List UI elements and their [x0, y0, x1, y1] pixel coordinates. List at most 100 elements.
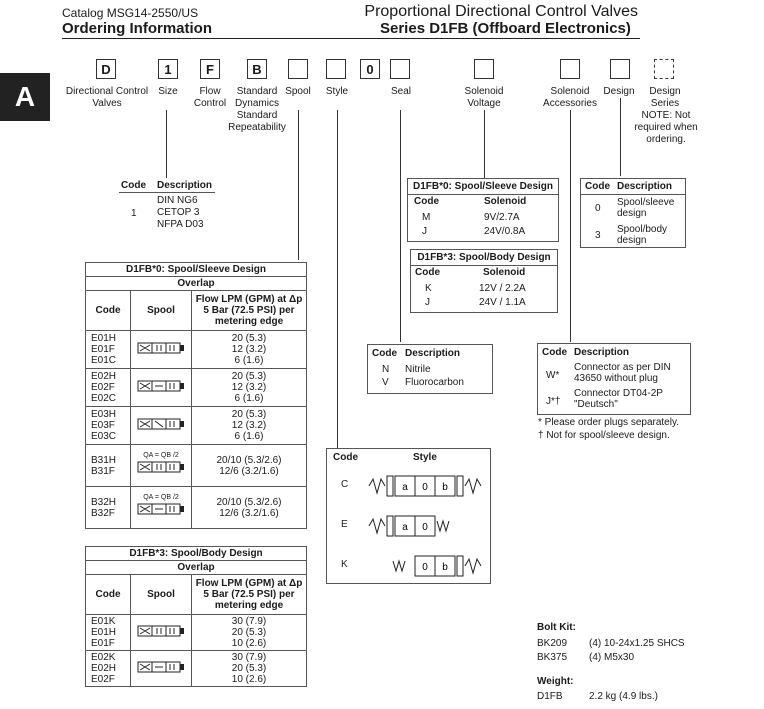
flow: 12 (3.2): [231, 344, 267, 355]
spool-sleeve-overlap: Overlap: [85, 276, 307, 291]
spool-sleeve-code-header: Code: [85, 290, 131, 331]
design-code-header: Code: [585, 181, 610, 192]
flow: 20 (5.3): [231, 333, 267, 344]
code-box-f: F: [200, 59, 220, 79]
code: E02H: [91, 371, 117, 382]
solbody-val-1: 12V / 2.2A: [479, 283, 526, 294]
label-spool: Spool: [285, 86, 311, 97]
spool-sleeve-table: D1FB*0: Spool/Sleeve Design Overlap Code…: [85, 262, 307, 529]
solsleeve-sol-header: Solenoid: [484, 196, 527, 207]
spool-body-flow-header: Flow LPM (GPM) at Δp 5 Bar (72.5 PSI) pe…: [191, 574, 307, 615]
style-e-a: a: [402, 522, 408, 533]
spool-symbol-cell: [130, 368, 192, 407]
code: E01K: [91, 616, 116, 627]
style-k-0: 0: [422, 562, 428, 573]
spool-symbol-icon: [137, 625, 184, 637]
size-desc-2: CETOP 3: [157, 207, 200, 218]
design-desc-0: Spool/sleeve design: [617, 197, 675, 219]
weight-value: 2.2 kg (4.9 lbs.): [589, 691, 658, 702]
flow: 12/6 (3.2/1.6): [219, 465, 279, 477]
style-k-symbol-icon: 0 b: [392, 555, 482, 577]
accessories-table: Code Description W* Connector as per DIN…: [537, 343, 691, 415]
flow: 12 (3.2): [231, 382, 267, 393]
spool-symbol-icon: [137, 380, 184, 392]
code-box-0: 0: [360, 59, 380, 79]
style-code-header: Code: [333, 452, 358, 463]
code: E02K: [91, 652, 116, 663]
flow: 20/10 (5.3/2.6): [216, 496, 282, 508]
flow: 30 (7.9): [231, 616, 267, 627]
size-desc-1: DIN NG6: [157, 195, 198, 206]
code: E03H: [91, 409, 117, 420]
flow: 6 (1.6): [234, 355, 264, 366]
code-box-design: [610, 59, 630, 79]
solenoid-body-table: D1FB*3: Spool/Body Design Code Solenoid …: [410, 249, 558, 313]
label-flow: Flow Control: [193, 86, 227, 109]
solsleeve-code-header: Code: [414, 196, 439, 207]
connector-spool: [298, 110, 299, 260]
connector-size: [166, 110, 167, 180]
label-voltage: Solenoid Voltage: [464, 86, 504, 109]
q-note: QA = QB /2: [143, 451, 179, 459]
code: E02H: [91, 663, 117, 674]
flow-cell: 20/10 (5.3/2.6)12/6 (3.2/1.6): [191, 444, 307, 487]
size-header-rule: [119, 192, 215, 193]
solbody-sol-header: Solenoid: [483, 267, 526, 278]
weight-title: Weight:: [537, 676, 574, 687]
size-desc-header: Description: [157, 180, 213, 191]
spool-symbol-cell: QA = QB /2: [130, 486, 192, 529]
acc-code-j: J*†: [546, 396, 561, 407]
spool-sleeve-flow-header: Flow LPM (GPM) at Δp 5 Bar (72.5 PSI) pe…: [191, 290, 307, 331]
solbody-val-2: 24V / 1.1A: [479, 297, 526, 308]
size-code-header: Code: [121, 180, 146, 191]
spool-symbol-cell: [130, 614, 192, 651]
label-size: Size: [158, 86, 178, 97]
connector-style: [337, 110, 338, 450]
series-note: NOTE: Not required when ordering.: [634, 110, 698, 145]
sep: [411, 265, 557, 266]
bolt-kit-code-1: BK209: [537, 638, 568, 649]
solbody-code-2: J: [425, 297, 430, 308]
acc-note-2: † Not for spool/sleeve design.: [538, 430, 670, 441]
label-style: Style: [325, 86, 349, 97]
sep: [581, 194, 685, 195]
flow: 20/10 (5.3/2.6): [216, 454, 282, 466]
spool-symbol-icon: [137, 342, 184, 354]
label-directional: Directional Control Valves: [65, 86, 149, 109]
flow-cell: 30 (7.9)20 (5.3)10 (2.6): [191, 650, 307, 687]
design-desc-3: Spool/body design: [617, 224, 668, 246]
spool-body-overlap: Overlap: [85, 560, 307, 575]
code-box-d: D: [96, 59, 116, 79]
label-design: Design: [603, 86, 635, 97]
acc-code-header: Code: [542, 347, 567, 358]
flow: 30 (7.9): [231, 652, 267, 663]
flow: 12/6 (3.2/1.6): [219, 507, 279, 519]
acc-note-1: * Please order plugs separately.: [538, 417, 680, 428]
code: E01H: [91, 627, 117, 638]
flow: 20 (5.3): [231, 409, 267, 420]
code-box-accessories: [560, 59, 580, 79]
flow: 6 (1.6): [234, 431, 264, 442]
seal-desc-n: Nitrile: [405, 364, 431, 375]
code-box-style: [326, 59, 346, 79]
style-e-0: 0: [422, 522, 428, 533]
weight-code: D1FB: [537, 691, 563, 702]
flow: 10 (2.6): [231, 674, 267, 685]
style-c-0: 0: [422, 482, 428, 493]
style-header: Style: [413, 452, 437, 463]
code-box-seal: [390, 59, 410, 79]
size-code: 1: [131, 208, 137, 219]
code: E01C: [91, 355, 117, 366]
bolt-kit-code-2: BK375: [537, 652, 568, 663]
section-tab: A: [0, 73, 50, 121]
spool-symbol-cell: [130, 330, 192, 369]
seal-code-v: V: [382, 377, 389, 388]
spool-body-title: D1FB*3: Spool/Body Design: [85, 546, 307, 561]
spool-symbol-icon: [137, 503, 184, 514]
flow: 12 (3.2): [231, 420, 267, 431]
series-title: Series D1FB (Offboard Electronics): [380, 20, 631, 37]
flow: 20 (5.3): [231, 663, 267, 674]
style-table: Code Style C E K a 0 b a 0 0 b: [326, 448, 491, 584]
